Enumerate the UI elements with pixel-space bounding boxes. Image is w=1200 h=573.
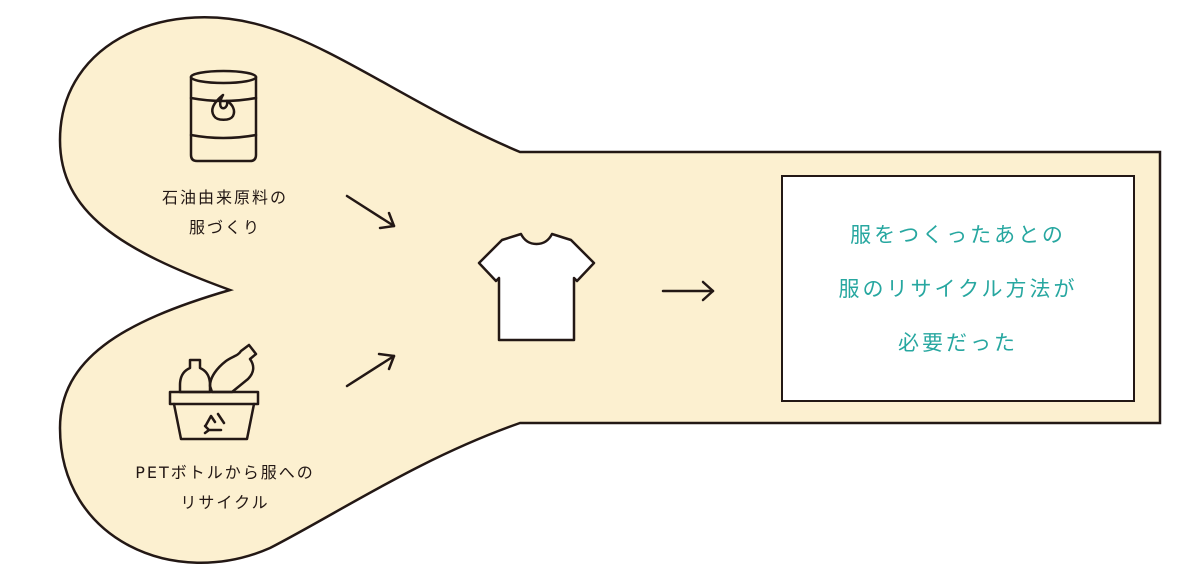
arrow-right bbox=[661, 280, 715, 302]
oil-drum-icon bbox=[189, 69, 258, 163]
source-label-petroleum-line-2: 服づくり bbox=[188, 218, 261, 237]
source-label-pet-line-2: リサイクル bbox=[180, 493, 270, 512]
recycle-basket-bottles-icon bbox=[168, 343, 260, 441]
source-label-petroleum-line-1: 石油由来原料の bbox=[161, 188, 288, 207]
result-line-1: 服をつくったあとの bbox=[850, 222, 1066, 247]
source-label-pet-recycling: PETボトルから服への リサイクル bbox=[105, 458, 345, 518]
source-label-petroleum: 石油由来原料の 服づくり bbox=[120, 183, 330, 243]
source-label-pet-line-1: PETボトルから服への bbox=[135, 463, 315, 482]
tshirt-icon bbox=[477, 232, 596, 342]
result-line-3: 必要だった bbox=[898, 330, 1018, 355]
result-box: 服をつくったあとの 服のリサイクル方法が 必要だった bbox=[781, 175, 1135, 402]
result-line-2: 服のリサイクル方法が bbox=[838, 276, 1078, 301]
diagram-background-shape bbox=[58, 16, 1162, 564]
arrow-down-right bbox=[345, 194, 396, 230]
arrow-up-right bbox=[345, 352, 396, 388]
